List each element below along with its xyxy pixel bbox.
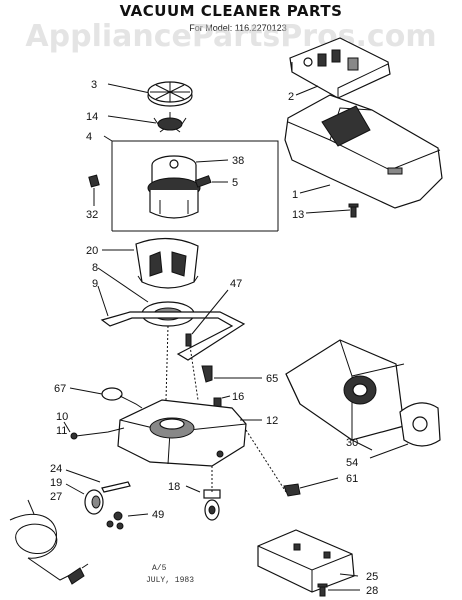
part-67-switch: [69, 387, 143, 409]
callout-13: 13: [292, 209, 304, 221]
assembly-guide-lines: [165, 325, 287, 493]
page-title: VACUUM CLEANER PARTS: [120, 2, 343, 20]
part-24-axle: [65, 469, 131, 493]
callout-9: 9: [92, 278, 98, 290]
callout-20: 20: [86, 245, 98, 257]
part-61-latch: [283, 477, 339, 497]
callout-5: 5: [232, 177, 238, 189]
stamp-code: A/5: [152, 564, 167, 573]
part-47-pin: [185, 289, 229, 347]
callout-47: 47: [230, 278, 242, 290]
part-14-fan: [107, 112, 187, 133]
part-9-frame-loop: [97, 285, 246, 361]
part-16-clip: [213, 395, 231, 408]
part-27-power-cord: [9, 499, 89, 585]
part-65-latch: [201, 365, 262, 383]
callout-65: 65: [266, 373, 278, 385]
callout-14: 14: [86, 111, 98, 123]
part-25-base-plate: [257, 529, 359, 593]
part-3-fan-grille: [107, 81, 193, 107]
callout-3: 3: [91, 79, 97, 91]
callout-11: 11: [56, 425, 67, 437]
part-1-hood-housing: [284, 94, 443, 209]
part-5-brush-holder: [194, 175, 228, 188]
callout-10: 10: [56, 411, 68, 423]
part-10-11-power-cord-bushing: [63, 421, 125, 440]
callout-27: 27: [50, 491, 62, 503]
callout-4: 4: [86, 131, 92, 143]
callout-12: 12: [266, 415, 278, 427]
callout-8: 8: [92, 262, 98, 274]
callout-18: 18: [168, 481, 180, 493]
callout-1: 1: [292, 189, 298, 201]
callout-16: 16: [232, 391, 244, 403]
callout-49: 49: [152, 509, 164, 521]
part-12-base-canister: [117, 399, 262, 467]
callout-25: 25: [366, 571, 378, 583]
part-19-wheel: [65, 483, 104, 515]
callout-30: 30: [346, 437, 358, 449]
part-18-caster: [185, 485, 221, 521]
stamp-date: JULY, 1983: [146, 576, 194, 585]
part-4-motor-assembly-box: [103, 135, 279, 232]
part-49-screw-pack: [106, 511, 149, 530]
part-54-bag-collar: [369, 402, 441, 459]
part-20-motor-mount: [102, 237, 199, 289]
part-32-motor-brush: [88, 174, 100, 206]
callout-24: 24: [50, 463, 62, 475]
callout-19: 19: [50, 477, 62, 489]
callout-38: 38: [232, 155, 244, 167]
part-2-top-cover: [289, 37, 391, 99]
part-30-filter-bag: [285, 339, 405, 451]
callout-2: 2: [288, 91, 294, 103]
model-number-line: For Model: 116.2270123: [189, 23, 286, 33]
part-28-screw: [317, 583, 360, 597]
watermark: AppliancePartsPros.com: [25, 19, 436, 54]
callout-32: 32: [86, 209, 98, 221]
part-13-screw: [305, 203, 359, 218]
callout-28: 28: [366, 585, 378, 597]
callout-67: 67: [54, 383, 66, 395]
callout-54: 54: [346, 457, 358, 469]
callout-61: 61: [346, 473, 358, 485]
part-38-motor: [147, 155, 229, 219]
